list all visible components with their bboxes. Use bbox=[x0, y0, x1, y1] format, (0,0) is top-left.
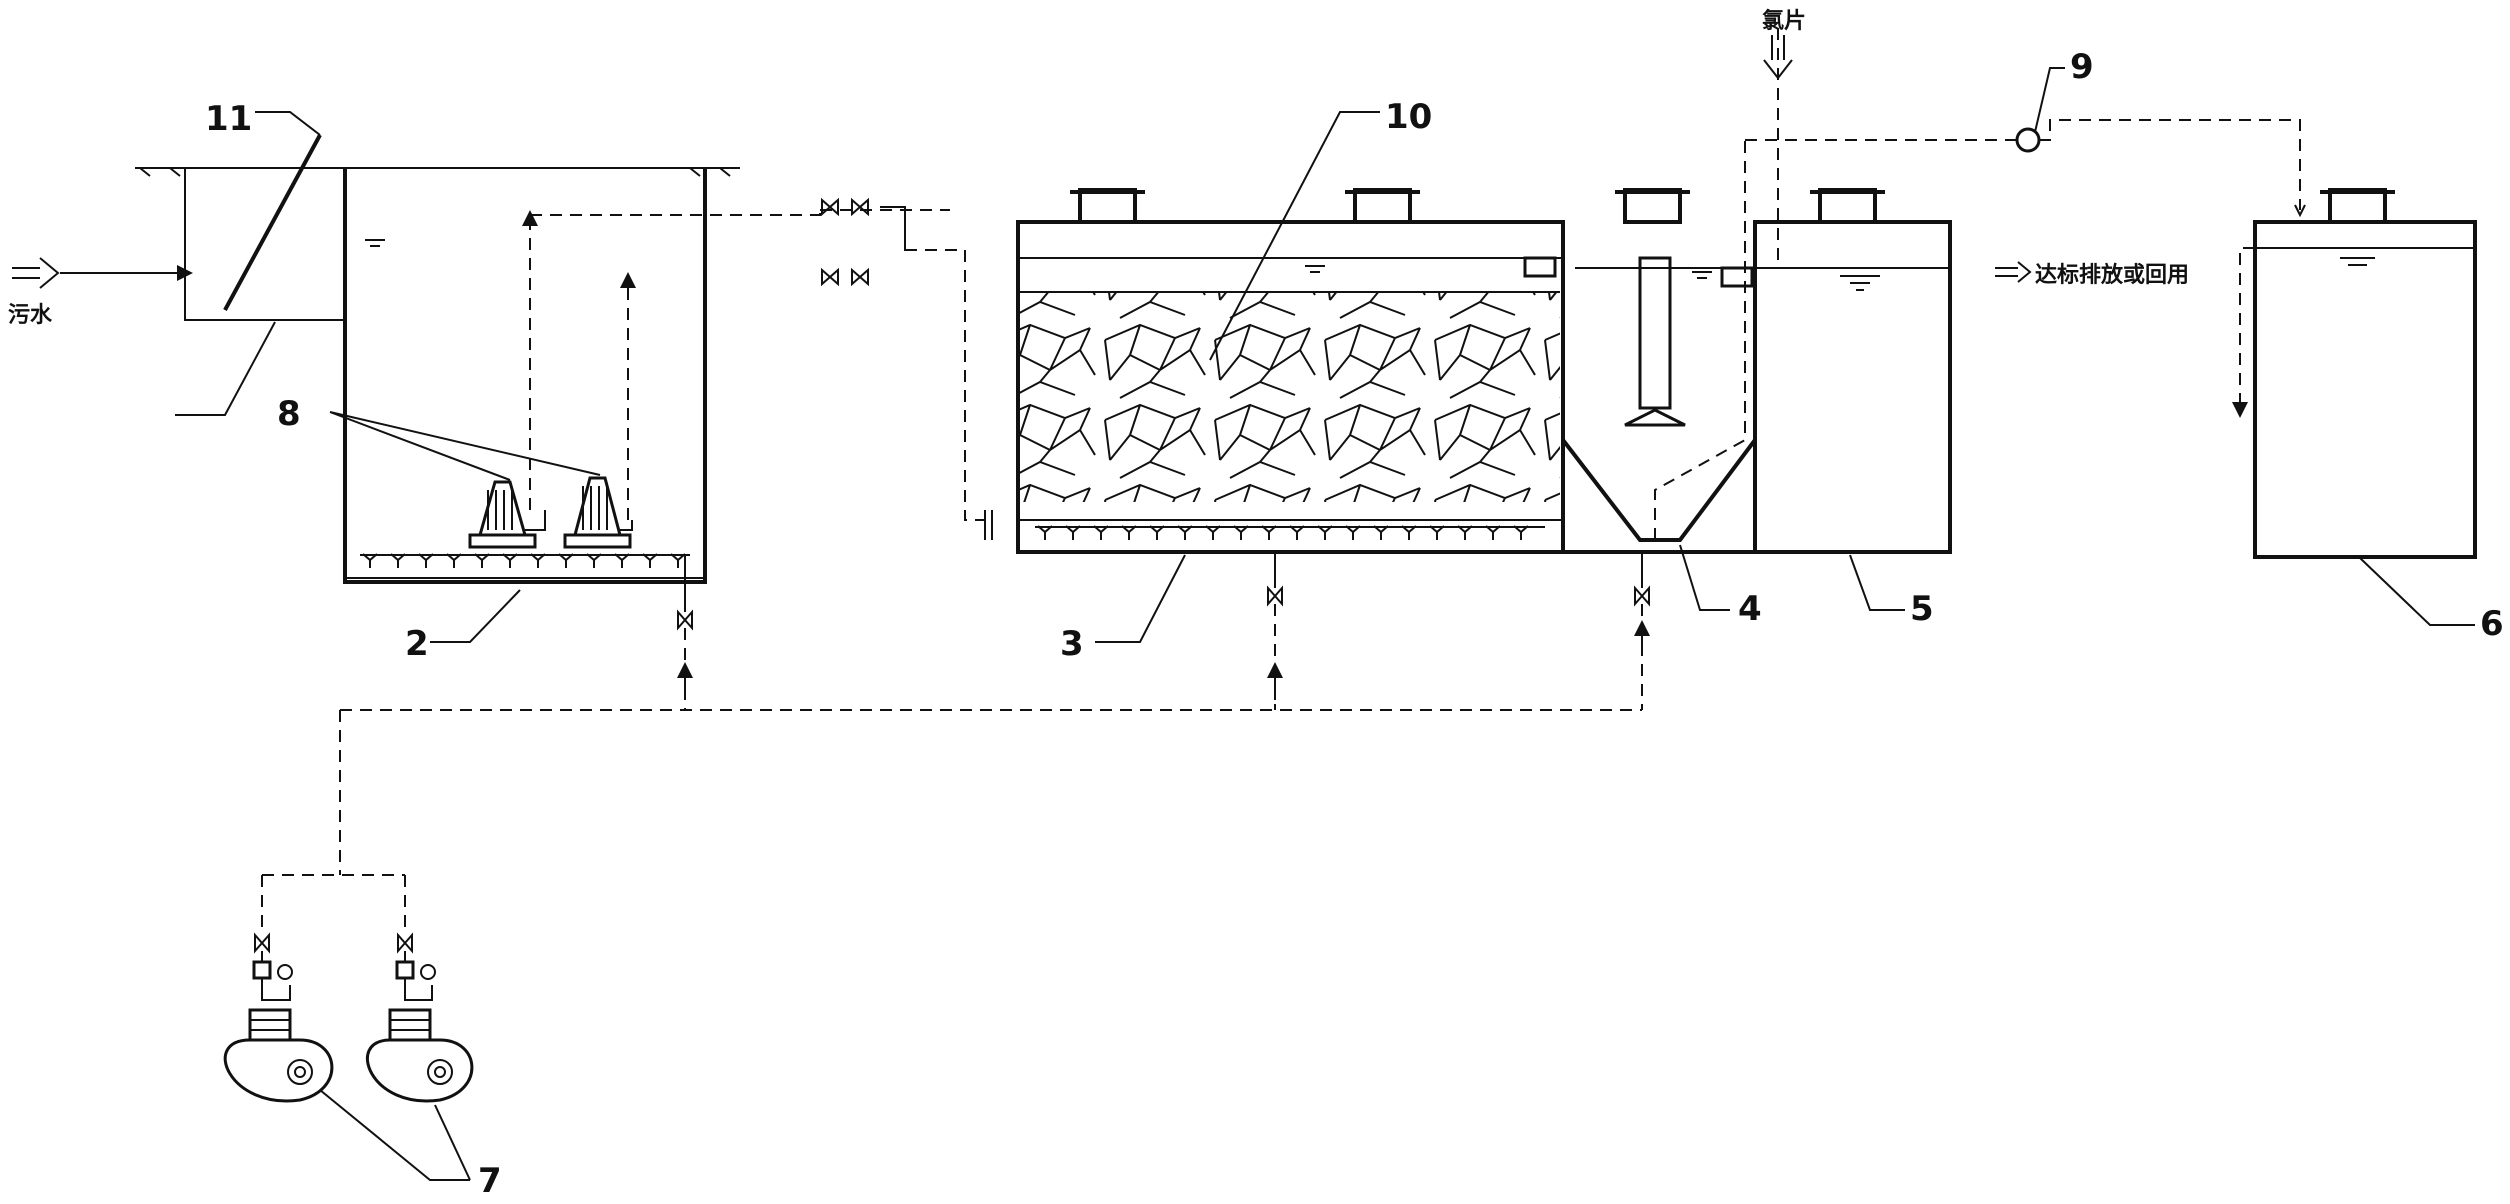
diffuser-mark bbox=[446, 553, 462, 568]
label-3: 3 bbox=[1060, 624, 1084, 664]
diffuser-mark bbox=[1401, 525, 1417, 540]
diffuser-mark bbox=[614, 553, 630, 568]
sludge-tank bbox=[2232, 220, 2477, 559]
label-5: 5 bbox=[1910, 589, 1934, 629]
submersible-pump bbox=[468, 480, 546, 549]
chlorine-arrow bbox=[1763, 35, 1793, 80]
leader-lines bbox=[175, 67, 2475, 1181]
diffuser-row-tank2 bbox=[360, 553, 690, 568]
manhole-covers bbox=[1070, 188, 2395, 224]
bottom-valves bbox=[677, 585, 1650, 631]
diffuser-mark bbox=[642, 553, 658, 568]
label-4: 4 bbox=[1738, 589, 1762, 629]
ground-line bbox=[135, 167, 740, 177]
label-2: 2 bbox=[405, 624, 429, 664]
submersible-pump bbox=[563, 476, 633, 549]
diffuser-mark bbox=[558, 553, 574, 568]
sewage-label: 污水 bbox=[8, 303, 53, 328]
sewage-inlet-arrow bbox=[12, 257, 193, 289]
label-10: 10 bbox=[1385, 97, 1432, 137]
diffuser-mark bbox=[1233, 525, 1249, 540]
diffuser-mark bbox=[1205, 525, 1221, 540]
valve-set bbox=[820, 197, 993, 540]
diffuser-mark bbox=[1289, 525, 1305, 540]
label-7: 7 bbox=[478, 1161, 502, 1201]
label-6: 6 bbox=[2480, 604, 2504, 644]
bar-screen-chamber bbox=[184, 134, 345, 321]
sedimentation-tank bbox=[1561, 140, 1757, 554]
diffuser-mark bbox=[390, 553, 406, 568]
diffuser-mark bbox=[1373, 525, 1389, 540]
diffuser-mark bbox=[1457, 525, 1473, 540]
diffuser-mark bbox=[474, 553, 490, 568]
diffuser-mark bbox=[502, 553, 518, 568]
regulating-tank bbox=[343, 168, 707, 584]
label-8: 8 bbox=[277, 394, 301, 434]
diffuser-mark bbox=[1177, 525, 1193, 540]
diffuser-mark bbox=[586, 553, 602, 568]
diffuser-mark bbox=[1317, 525, 1333, 540]
diffuser-mark bbox=[1513, 525, 1529, 540]
diffuser-mark bbox=[1149, 525, 1165, 540]
blower bbox=[223, 932, 334, 1103]
diffuser-mark bbox=[670, 553, 686, 568]
diffuser-mark bbox=[1261, 525, 1277, 540]
diffuser-mark bbox=[1345, 525, 1361, 540]
label-9: 9 bbox=[2070, 47, 2094, 87]
bar-screen bbox=[223, 134, 322, 311]
sludge-pump bbox=[1745, 119, 2306, 218]
diffuser-mark bbox=[530, 553, 546, 568]
blower bbox=[365, 932, 474, 1103]
diffuser-mark bbox=[1093, 525, 1109, 540]
diffuser-row-tank3 bbox=[1035, 525, 1545, 540]
diffuser-mark bbox=[1121, 525, 1137, 540]
diffuser-mark bbox=[1485, 525, 1501, 540]
contact-oxidation-tank bbox=[1016, 220, 1565, 554]
discharge-label: 达标排放或回用 bbox=[2035, 262, 2189, 288]
chlorine-label: 氯片 bbox=[1762, 8, 1806, 34]
label-11: 11 bbox=[205, 99, 252, 139]
filler-media bbox=[1020, 292, 1560, 502]
discharge-arrow bbox=[1995, 261, 2032, 283]
diffuser-mark bbox=[1037, 525, 1053, 540]
diffuser-mark bbox=[1065, 525, 1081, 540]
disinfection-tank bbox=[1753, 28, 1952, 554]
diffuser-mark bbox=[418, 553, 434, 568]
diffuser-mark bbox=[362, 553, 378, 568]
diffuser-mark bbox=[1429, 525, 1445, 540]
air-pipe-network bbox=[261, 604, 1650, 935]
